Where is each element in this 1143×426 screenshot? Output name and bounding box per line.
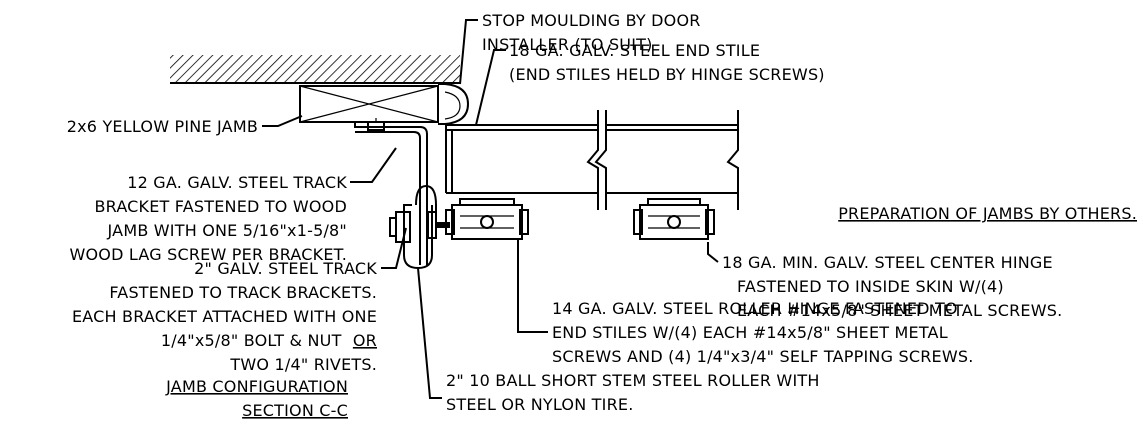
section-title: JAMB CONFIGURATION SECTION C-C (165, 377, 348, 420)
svg-text:18 GA. GALV. STEEL END STILE: 18 GA. GALV. STEEL END STILE (509, 41, 760, 60)
svg-text:STOP MOULDING BY DOOR: STOP MOULDING BY DOOR (482, 11, 701, 30)
svg-text:1/4"x5/8" BOLT & NUT OR: 1/4"x5/8" BOLT & NUT OR (161, 331, 377, 350)
svg-text:INSTALLER (TO SUIT): INSTALLER (TO SUIT) (482, 35, 653, 54)
wall (170, 55, 460, 84)
label-track-bracket: 12 GA. GALV. STEEL TRACK BRACKET FASTENE… (69, 173, 347, 264)
label-preparation: PREPARATION OF JAMBS BY OTHERS. (838, 204, 1137, 223)
svg-text:JAMB WITH ONE 5/16"x1-5/8": JAMB WITH ONE 5/16"x1-5/8" (107, 221, 347, 240)
svg-text:14 GA. GALV. STEEL ROLLER HING: 14 GA. GALV. STEEL ROLLER HINGE FASTENED… (552, 299, 958, 318)
svg-text:EACH BRACKET ATTACHED WITH ONE: EACH BRACKET ATTACHED WITH ONE (72, 307, 377, 326)
door-section (445, 110, 739, 210)
svg-text:SCREWS AND (4) 1/4"x3/4" SELF: SCREWS AND (4) 1/4"x3/4" SELF TAPPING SC… (552, 347, 974, 366)
svg-text:(END STILES HELD BY HINGE SCRE: (END STILES HELD BY HINGE SCREWS) (509, 65, 825, 84)
label-track: 2" GALV. STEEL TRACK FASTENED TO TRACK B… (72, 259, 377, 374)
label-end-stile: 18 GA. GALV. STEEL END STILE (END STILES… (509, 41, 825, 84)
svg-text:12 GA. GALV. STEEL TRACK: 12 GA. GALV. STEEL TRACK (127, 173, 347, 192)
svg-text:FASTENED TO INSIDE SKIN W/(4): FASTENED TO INSIDE SKIN W/(4) (737, 277, 1004, 296)
stop-moulding (438, 83, 470, 125)
svg-text:JAMB CONFIGURATION: JAMB CONFIGURATION (165, 377, 348, 396)
leader-lines (262, 19, 719, 399)
svg-text:STEEL OR NYLON TIRE.: STEEL OR NYLON TIRE. (446, 395, 633, 414)
svg-text:SECTION C-C: SECTION C-C (242, 401, 348, 420)
label-jamb: 2x6 YELLOW PINE JAMB (67, 117, 258, 136)
svg-text:PREPARATION OF JAMBS BY OTHERS: PREPARATION OF JAMBS BY OTHERS. (838, 204, 1137, 223)
roller-hinge (445, 198, 529, 240)
svg-text:FASTENED TO TRACK BRACKETS.: FASTENED TO TRACK BRACKETS. (109, 283, 377, 302)
svg-text:2" GALV. STEEL TRACK: 2" GALV. STEEL TRACK (194, 259, 377, 278)
svg-text:BRACKET FASTENED TO WOOD: BRACKET FASTENED TO WOOD (94, 197, 347, 216)
label-roller-hinge: 14 GA. GALV. STEEL ROLLER HINGE FASTENED… (552, 299, 974, 366)
track-bracket (354, 118, 428, 265)
center-hinge (633, 198, 715, 240)
label-center-hinge: 18 GA. MIN. GALV. STEEL CENTER HINGE FAS… (722, 253, 1062, 320)
steel-track (389, 184, 437, 270)
svg-text:2" 10 BALL SHORT STEM STEEL RO: 2" 10 BALL SHORT STEM STEEL ROLLER WITH (446, 371, 820, 390)
svg-text:EACH #14x5/8" SHEET METAL SCRE: EACH #14x5/8" SHEET METAL SCREWS. (737, 301, 1062, 320)
svg-text:TWO 1/4" RIVETS.: TWO 1/4" RIVETS. (229, 355, 377, 374)
wood-jamb (299, 85, 439, 123)
label-stop-moulding: STOP MOULDING BY DOOR INSTALLER (TO SUIT… (482, 11, 701, 54)
label-roller: 2" 10 BALL SHORT STEM STEEL ROLLER WITH … (446, 371, 820, 414)
roller (427, 211, 450, 239)
svg-text:END STILES W/(4) EACH #14x5/8": END STILES W/(4) EACH #14x5/8" SHEET MET… (552, 323, 948, 342)
svg-text:2x6 YELLOW PINE JAMB: 2x6 YELLOW PINE JAMB (67, 117, 258, 136)
svg-text:18 GA. MIN. GALV. STEEL CENTER: 18 GA. MIN. GALV. STEEL CENTER HINGE (722, 253, 1053, 272)
svg-text:WOOD LAG SCREW PER BRACKET.: WOOD LAG SCREW PER BRACKET. (69, 245, 347, 264)
